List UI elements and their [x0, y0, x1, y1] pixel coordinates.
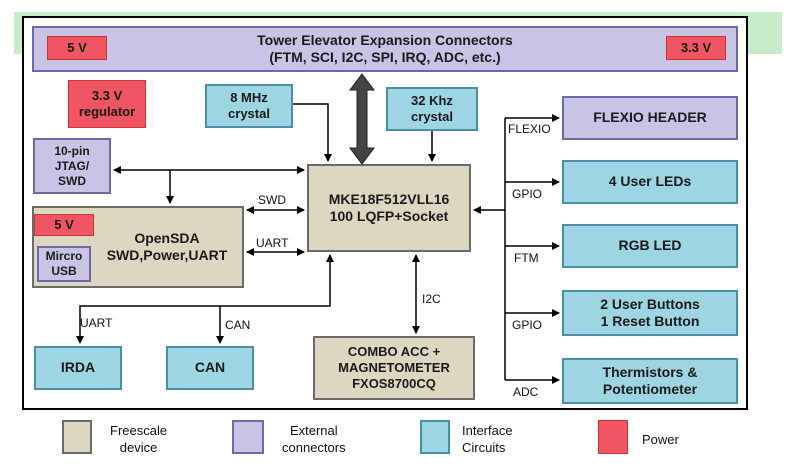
jtag-connector: 10-pin JTAG/ SWD [33, 138, 111, 194]
legend-label-power: Power [642, 432, 679, 447]
mcu-bottom-bus [76, 254, 334, 344]
combo-accelerometer-magnetometer: COMBO ACC + MAGNETOMETER FXOS8700CQ [313, 336, 475, 400]
mcu-block: MKE18F512VLL16 100 LQFP+Socket [307, 164, 471, 252]
legend-label-freescale: Freescale device [110, 423, 168, 455]
crystal-32khz: 32 Khz crystal [386, 87, 478, 131]
tower-elevator-subtitle: (FTM, SCI, I2C, SPI, IRQ, ADC, etc.) [269, 49, 501, 65]
tower-elevator-title: Tower Elevator Expansion Connectors [257, 31, 513, 48]
legend-label-external: External connectors [282, 423, 346, 455]
elevator-mcu-bus-arrow [349, 73, 375, 165]
irda-block: IRDA [34, 346, 122, 390]
opensda-power-5v: 5 V [34, 214, 94, 236]
signal-uart-irda: UART [80, 316, 113, 330]
thermistors-block: Thermistors & Potentiometer [562, 358, 738, 404]
header-power-5v: 5 V [47, 36, 107, 60]
legend-swatch-power [598, 420, 628, 454]
legend-swatch-freescale [62, 420, 92, 454]
flexio-header: FLEXIO HEADER [562, 96, 738, 140]
signal-gpio-leds: GPIO [512, 187, 543, 201]
tower-elevator-connectors [32, 26, 738, 72]
legend-swatch-interface [420, 420, 450, 454]
header-power-3v3: 3.3 V [666, 36, 726, 60]
signal-gpio-buttons: GPIO [512, 318, 543, 332]
signal-adc: ADC [513, 385, 539, 399]
signal-ftm: FTM [514, 251, 539, 265]
regulator-3v3: 3.3 V regulator [68, 80, 146, 128]
rgb-led-block: RGB LED [562, 224, 738, 268]
signal-uart: UART [256, 236, 289, 250]
legend-label-interface: Interface Circuits [462, 423, 513, 455]
user-leds-block: 4 User LEDs [562, 160, 738, 204]
signal-swd: SWD [258, 193, 286, 207]
crystal-8mhz-line [293, 103, 332, 162]
can-block: CAN [166, 346, 254, 390]
signal-i2c: I2C [422, 292, 441, 306]
legend-swatch-external [232, 420, 264, 454]
tower-elevator-title-block: Tower Elevator Expansion Connectors (FTM… [120, 28, 650, 70]
crystal-8mhz: 8 MHz crystal [205, 84, 293, 128]
signal-flexio: FLEXIO [508, 122, 551, 136]
signal-can: CAN [225, 318, 251, 332]
buttons-block: 2 User Buttons 1 Reset Button [562, 290, 738, 336]
